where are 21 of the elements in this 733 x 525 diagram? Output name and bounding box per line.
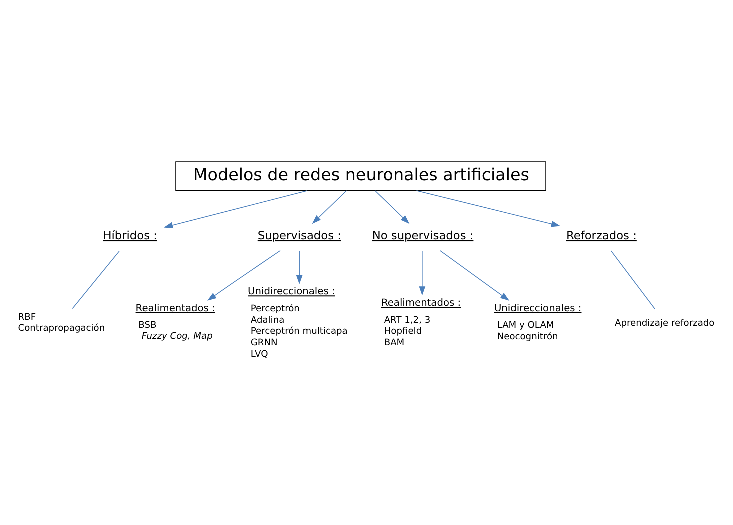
arrow	[208, 250, 281, 301]
node-text: Realimentados : BSB Fuzzy Cog, Map	[136, 303, 216, 342]
node-text: No supervisados :	[372, 228, 474, 242]
arrow	[296, 250, 303, 284]
arrow	[312, 190, 348, 224]
connector	[72, 250, 120, 310]
node-text: Reforzados :	[566, 228, 637, 242]
node-text: Unidireccionales : LAM y OLAM Neocognitrón	[494, 303, 582, 343]
arrow	[416, 190, 561, 228]
node-text: Híbridos :	[103, 228, 158, 242]
node-text: Aprendizaje reforzado	[615, 318, 715, 329]
arrow	[419, 250, 426, 296]
connector	[610, 250, 656, 310]
node-text: Realimentados : ART 1,2, 3 Hopfield BAM	[381, 298, 462, 349]
node-box: Modelos de redes neuronales artificiales	[176, 162, 546, 192]
arrow	[374, 190, 410, 224]
node-text: Unidireccionales : Perceptrón Adalina Perceptrón multicapa GRNN LVQ	[248, 286, 348, 360]
arrow	[164, 190, 308, 229]
node-text: Supervisados :	[258, 228, 342, 242]
arrow	[440, 250, 510, 301]
node-text: RBF Contrapropagación	[18, 312, 106, 334]
